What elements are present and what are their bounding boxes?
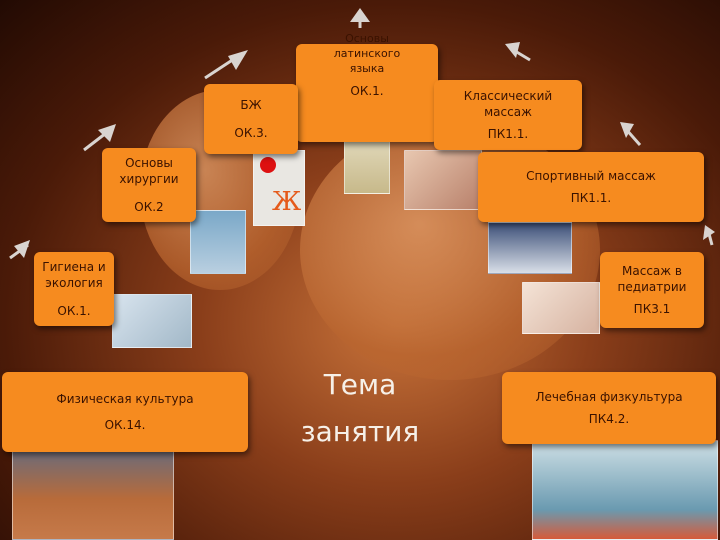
hygiene-image bbox=[112, 294, 192, 348]
node-surgery: Основы хирургии ОК.2 bbox=[102, 148, 196, 222]
pediatrics-image bbox=[522, 282, 600, 334]
zh-letter-icon: Ж bbox=[272, 187, 302, 217]
node-bzh: БЖ ОК.3. bbox=[204, 84, 298, 154]
node-pediatrics-code: ПК3.1 bbox=[633, 302, 671, 317]
node-lfk: Лечебная физкультура ПК4.2. bbox=[502, 372, 716, 444]
surgery-image bbox=[190, 210, 246, 274]
node-classic-code: ПК1.1. bbox=[487, 127, 529, 142]
node-phys: Физическая культура ОК.14. bbox=[2, 372, 248, 452]
node-latin-title: Основы латинского языка bbox=[333, 32, 401, 75]
node-classic: Классический массаж ПК1.1. bbox=[434, 80, 582, 150]
node-hygiene-code: ОК.1. bbox=[57, 304, 91, 319]
node-lfk-title: Лечебная физкультура bbox=[535, 389, 683, 404]
stop-sign-icon bbox=[260, 157, 276, 173]
center-title-line2: занятия bbox=[300, 415, 420, 448]
node-bzh-title: БЖ bbox=[240, 97, 262, 112]
node-hygiene: Гигиена и экология ОК.1. bbox=[34, 252, 114, 326]
classic-massage-image bbox=[404, 150, 482, 210]
node-surgery-title: Основы хирургии bbox=[119, 155, 179, 186]
node-latin-code: ОК.1. bbox=[350, 83, 384, 98]
node-phys-title: Физическая культура bbox=[56, 391, 194, 406]
bzh-book-image: Ж bbox=[253, 150, 305, 226]
node-pediatrics-title: Массаж в педиатрии bbox=[617, 263, 687, 294]
node-bzh-code: ОК.3. bbox=[234, 126, 268, 140]
center-title-line1: Тема bbox=[323, 368, 397, 401]
node-sport-title: Спортивный массаж bbox=[526, 168, 656, 183]
lfk-image bbox=[532, 440, 718, 540]
node-surgery-code: ОК.2 bbox=[134, 200, 164, 215]
node-phys-code: ОК.14. bbox=[104, 418, 146, 432]
node-classic-title: Классический массаж bbox=[463, 88, 553, 119]
node-latin: Основы латинского языка ОК.1. bbox=[296, 32, 438, 142]
node-hygiene-title: Гигиена и экология bbox=[42, 259, 106, 290]
phys-culture-image bbox=[12, 438, 174, 540]
sport-massage-image bbox=[488, 222, 572, 274]
center-title: Тема занятия bbox=[300, 368, 420, 448]
node-sport: Спортивный массаж ПК1.1. bbox=[478, 152, 704, 222]
node-sport-code: ПК1.1. bbox=[570, 191, 612, 205]
node-lfk-code: ПК4.2. bbox=[588, 412, 630, 426]
node-pediatrics: Массаж в педиатрии ПК3.1 bbox=[600, 252, 704, 328]
